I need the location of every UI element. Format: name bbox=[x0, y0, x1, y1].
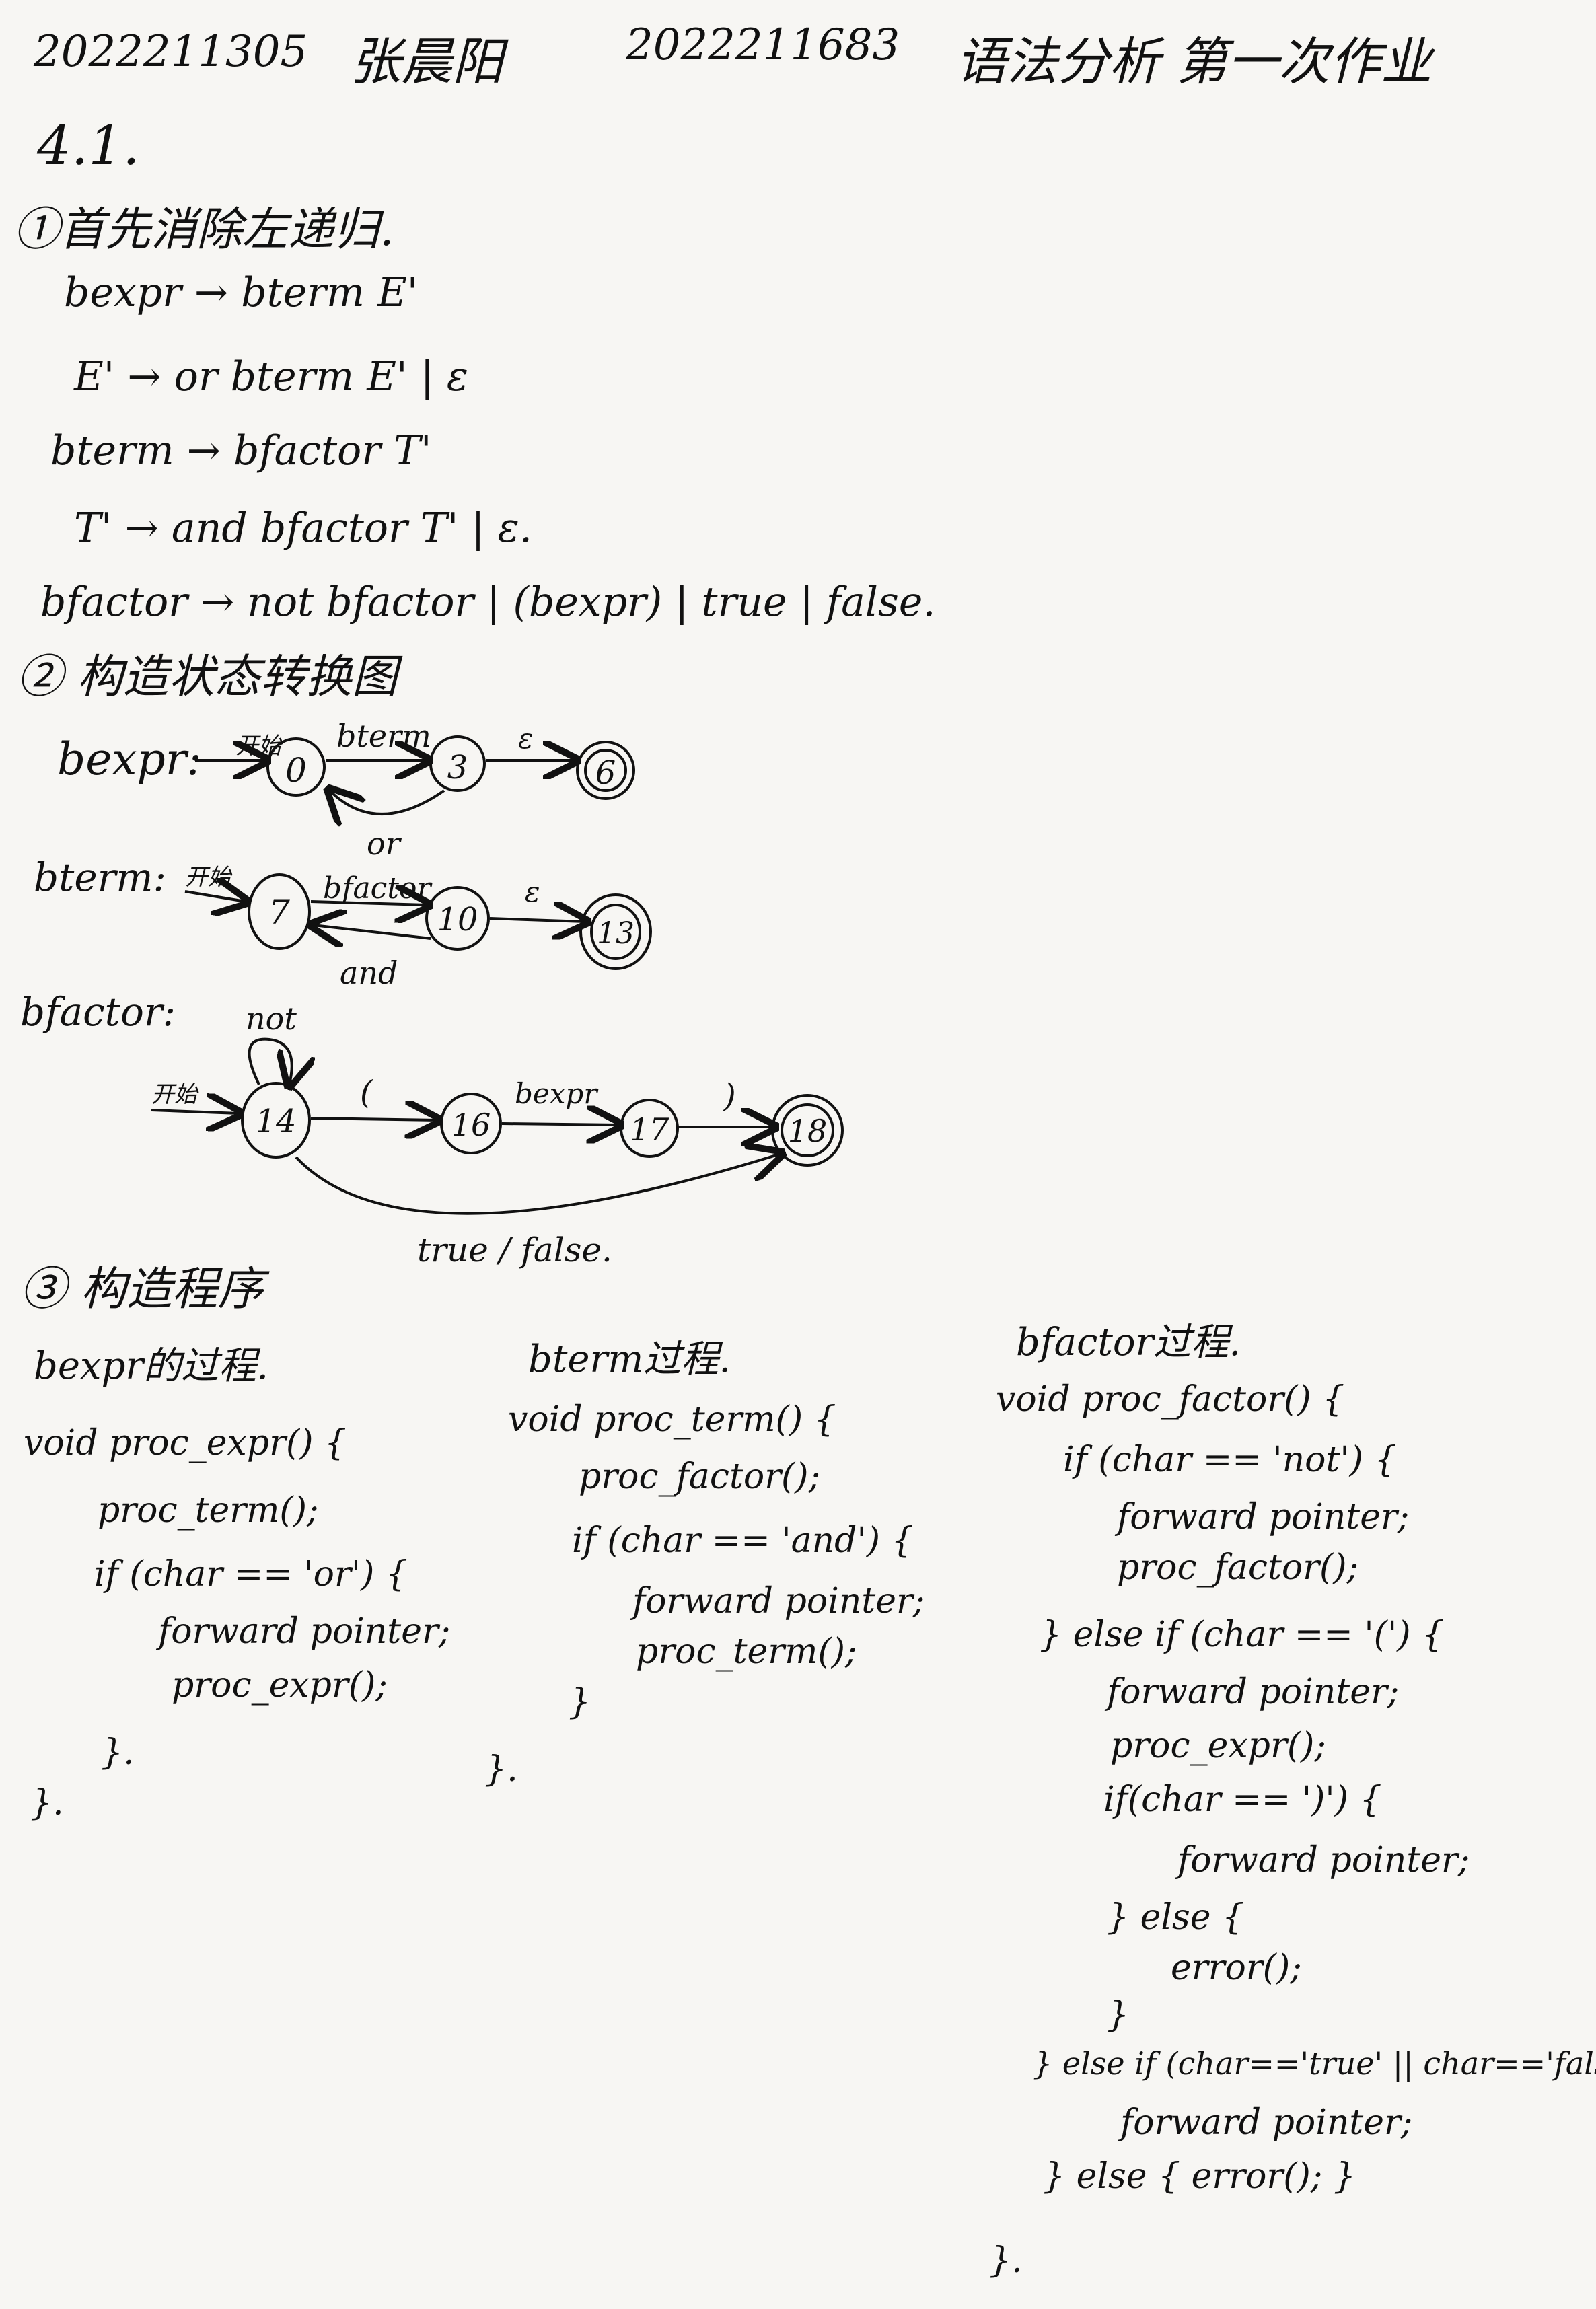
bterm-proc-line-1: void proc_term() { bbox=[508, 1399, 836, 1440]
bfactor-edge-truefalse-label: true / false. bbox=[417, 1231, 612, 1270]
grammar-rule-4: T' → and bfactor T' | ε. bbox=[74, 505, 532, 552]
bfactor-diagram-label: bfactor: bbox=[20, 989, 176, 1035]
bterm-start-arrow bbox=[184, 891, 246, 902]
bexpr-edge-or-label: or bbox=[367, 826, 402, 862]
bterm-state-7-label: 7 bbox=[268, 893, 290, 932]
step1-heading: ①首先消除左递归. bbox=[13, 203, 394, 256]
bterm-edge-bfactor bbox=[310, 902, 427, 905]
bfactor-edge-bexpr bbox=[501, 1124, 619, 1125]
bexpr-state-6-label: 6 bbox=[595, 754, 616, 792]
bexpr-state-6-inner bbox=[584, 749, 627, 792]
grammar-rule-2: E' → or bterm E' | ε bbox=[74, 353, 469, 400]
bfactor-proc-line-9: forward pointer; bbox=[1177, 1840, 1470, 1880]
bexpr-state-3 bbox=[429, 735, 486, 792]
bterm-state-10 bbox=[425, 886, 490, 951]
grammar-rule-1: bexpr → bterm E' bbox=[64, 269, 419, 316]
bterm-proc-title: bterm过程. bbox=[528, 1337, 731, 1381]
bexpr-state-6-outer bbox=[576, 741, 635, 800]
bexpr-proc-line-3: if (char == 'or') { bbox=[94, 1554, 408, 1595]
bfactor-edge-lparen bbox=[310, 1118, 437, 1120]
bfactor-edge-rparen-label: ) bbox=[723, 1077, 736, 1115]
bexpr-edge-eps-label: ε bbox=[518, 722, 534, 755]
bexpr-state-3-label: 3 bbox=[447, 749, 468, 786]
bterm-state-13-inner bbox=[590, 904, 641, 960]
bexpr-proc-line-1: void proc_expr() { bbox=[24, 1423, 347, 1463]
bexpr-start-label: 开始 bbox=[235, 733, 283, 760]
bfactor-proc-line-2: if (char == 'not') { bbox=[1063, 1440, 1397, 1480]
bfactor-state-14-label: 14 bbox=[255, 1103, 296, 1140]
bterm-state-13-label: 13 bbox=[597, 916, 634, 951]
bexpr-edge-bterm-label: bterm bbox=[336, 718, 431, 754]
bterm-proc-line-3: if (char == 'and') { bbox=[572, 1520, 914, 1561]
bfactor-proc-line-11: error(); bbox=[1171, 1948, 1302, 1988]
bterm-proc-line-6: } bbox=[569, 1682, 591, 1722]
bterm-start-label: 开始 bbox=[185, 864, 233, 891]
bfactor-state-18-label: 18 bbox=[788, 1113, 828, 1149]
bfactor-state-18-inner bbox=[781, 1103, 834, 1157]
bfactor-state-17-label: 17 bbox=[630, 1111, 669, 1148]
bexpr-proc-line-7: }. bbox=[30, 1783, 64, 1823]
bfactor-state-17 bbox=[620, 1099, 679, 1158]
bterm-proc-line-2: proc_factor(); bbox=[579, 1457, 821, 1497]
bfactor-edge-not-label: not bbox=[246, 1000, 297, 1037]
bfactor-start-label: 开始 bbox=[151, 1081, 199, 1108]
bfactor-proc-line-8: if(char == ')') { bbox=[1103, 1780, 1382, 1820]
step3-heading: ③ 构造程序 bbox=[20, 1263, 264, 1316]
bterm-diagram-label: bterm: bbox=[34, 854, 167, 900]
bfactor-proc-line-4: proc_factor(); bbox=[1117, 1547, 1359, 1588]
bexpr-edge-or bbox=[330, 791, 445, 814]
bfactor-proc-line-15: } else { error(); } bbox=[1043, 2156, 1356, 2197]
bexpr-proc-title: bexpr的过程. bbox=[34, 1344, 268, 1388]
bfactor-edge-bexpr-label: bexpr bbox=[515, 1077, 599, 1110]
step2-heading: ② 构造状态转换图 bbox=[17, 651, 398, 704]
bexpr-proc-line-6: }. bbox=[101, 1732, 135, 1773]
grammar-rule-5: bfactor → not bfactor | (bexpr) | true |… bbox=[40, 579, 936, 626]
bfactor-edge-not bbox=[248, 1037, 292, 1085]
bterm-proc-line-7: }. bbox=[484, 1749, 518, 1790]
student-id-1: 2022211305 bbox=[34, 27, 308, 77]
bexpr-proc-line-2: proc_term(); bbox=[98, 1490, 319, 1531]
student-id-2: 2022211683 bbox=[626, 20, 900, 70]
bterm-proc-line-5: proc_term(); bbox=[636, 1632, 857, 1672]
bexpr-state-0-label: 0 bbox=[285, 751, 307, 790]
bterm-proc-line-4: forward pointer; bbox=[632, 1581, 925, 1621]
bfactor-state-16 bbox=[440, 1093, 502, 1154]
bfactor-proc-line-12: } bbox=[1107, 1995, 1130, 2035]
bfactor-proc-line-14: forward pointer; bbox=[1120, 2102, 1413, 2143]
bterm-state-13-outer bbox=[579, 893, 652, 970]
bfactor-proc-line-13: } else if (char=='true' || char=='false'… bbox=[1033, 2045, 1596, 2082]
bfactor-state-18-outer bbox=[771, 1094, 844, 1167]
bfactor-proc-line-10: } else { bbox=[1107, 1897, 1245, 1938]
student-name: 张晨阳 bbox=[350, 32, 503, 91]
bfactor-proc-line-7: proc_expr(); bbox=[1110, 1726, 1326, 1766]
bterm-edge-bfactor-label: bfactor bbox=[323, 871, 433, 906]
problem-number: 4.1. bbox=[37, 114, 140, 177]
bfactor-edge-lparen-label: ( bbox=[360, 1074, 373, 1111]
bfactor-proc-title: bfactor过程. bbox=[1016, 1321, 1241, 1364]
bexpr-diagram-label: bexpr: bbox=[57, 733, 202, 785]
bfactor-proc-line-16: }. bbox=[989, 2240, 1023, 2281]
bterm-edge-and bbox=[313, 925, 431, 939]
bterm-edge-eps bbox=[489, 918, 585, 922]
bterm-edge-and-label: and bbox=[340, 955, 398, 991]
bfactor-edge-truefalse bbox=[295, 1154, 781, 1215]
bfactor-proc-line-5: } else if (char == '(') { bbox=[1040, 1615, 1445, 1655]
bfactor-state-16-label: 16 bbox=[451, 1107, 491, 1143]
bfactor-proc-line-3: forward pointer; bbox=[1117, 1497, 1410, 1537]
bfactor-proc-line-1: void proc_factor() { bbox=[996, 1379, 1345, 1420]
bterm-state-10-label: 10 bbox=[437, 901, 478, 939]
bexpr-proc-line-5: proc_expr(); bbox=[172, 1665, 388, 1706]
bexpr-proc-line-4: forward pointer; bbox=[158, 1611, 451, 1652]
bexpr-state-0 bbox=[266, 737, 326, 797]
bfactor-proc-line-6: forward pointer; bbox=[1107, 1672, 1400, 1712]
bfactor-start-arrow bbox=[151, 1110, 239, 1113]
bterm-edge-eps-label: ε bbox=[525, 875, 540, 908]
assignment-title: 语法分析 第一次作业 bbox=[955, 32, 1432, 91]
grammar-rule-3: bterm → bfactor T' bbox=[50, 427, 432, 474]
